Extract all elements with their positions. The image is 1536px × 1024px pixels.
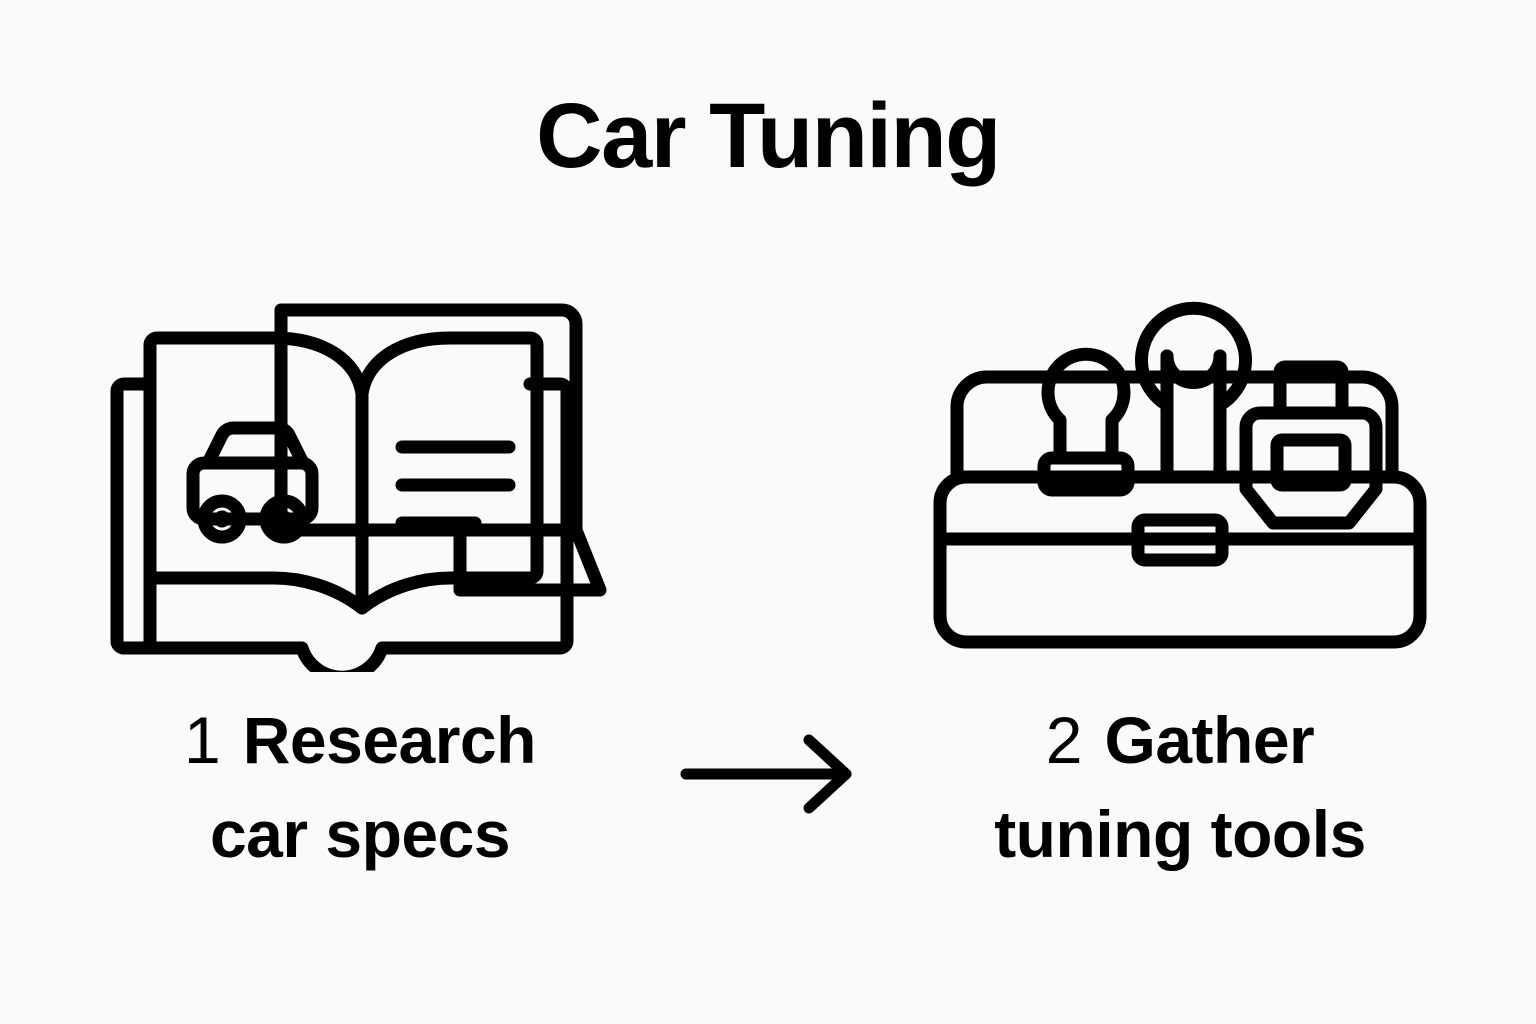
steps-row: 1 Research car specs <box>0 262 1536 942</box>
step-1-caption: 1 Research car specs <box>80 694 640 881</box>
step-2-caption: 2 Gather tuning tools <box>900 694 1460 881</box>
plug-body <box>1239 406 1383 530</box>
laptop-screen <box>274 303 583 537</box>
toolbox-back-panel <box>950 370 1399 484</box>
step-2-label-line2: tuning tools <box>994 796 1366 871</box>
arrow-right-icon <box>676 724 866 824</box>
toolbox-latch <box>1131 513 1229 567</box>
book-cover-base <box>110 444 574 672</box>
wrench-tool <box>1135 301 1252 484</box>
laptop-base <box>453 523 607 597</box>
plug-connector-tool <box>1239 360 1383 530</box>
arrow-head <box>803 734 852 814</box>
car-wheel-right <box>259 494 309 544</box>
book-with-car-and-laptop-icon <box>80 262 640 682</box>
car-wheel-left-hub <box>213 510 231 528</box>
step-2: 2 Gather tuning tools <box>900 262 1460 942</box>
step-1: 1 Research car specs <box>80 262 640 942</box>
plug-window <box>1270 433 1352 492</box>
step-2-label-line1: Gather <box>1104 703 1315 777</box>
book-left-page <box>143 331 369 615</box>
car-wheel-right-hub <box>275 510 293 528</box>
book-right-page <box>355 331 544 615</box>
book-cover-right-edge <box>523 377 574 458</box>
wrench-jaw-inner <box>1160 349 1227 389</box>
page-title: Car Tuning <box>536 85 1001 187</box>
car-wheel-left <box>197 494 247 544</box>
step-1-number: 1 <box>184 703 221 777</box>
page-text-lines <box>395 440 516 530</box>
toolbox-body <box>933 470 1427 649</box>
toolbox-with-tools-icon <box>900 262 1460 682</box>
car-body <box>186 456 319 526</box>
step-2-number: 2 <box>1045 703 1083 777</box>
car-illustration <box>186 421 319 544</box>
step-1-label-line2: car specs <box>209 796 511 871</box>
step-1-label-line1: Research <box>242 703 537 777</box>
car-roof <box>201 421 310 470</box>
